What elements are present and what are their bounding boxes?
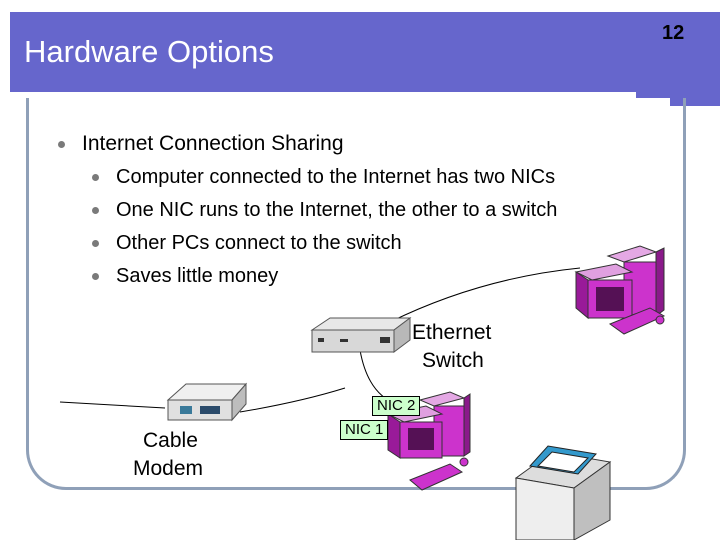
cable-modem-icon	[166, 382, 248, 422]
slide-title: Hardware Options	[24, 34, 274, 69]
title-underline	[10, 92, 636, 98]
sub-bullet-dot	[92, 174, 99, 181]
sub-bullet-2: One NIC runs to the Internet, the other …	[116, 199, 558, 221]
sub-bullet-dot	[92, 207, 99, 214]
sub-bullet-dot	[92, 273, 99, 280]
sub-bullet-dot	[92, 240, 99, 247]
title-bar	[10, 12, 670, 98]
sub-bullet-4: Saves little money	[116, 265, 279, 287]
switch-label-line2: Switch	[422, 349, 484, 372]
slide-number: 12	[662, 22, 685, 44]
sub-bullet-1: Computer connected to the Internet has t…	[116, 166, 556, 188]
internet-cable	[59, 401, 166, 409]
modem-label-line1: Cable	[143, 429, 198, 452]
nic1-label: NIC 1	[340, 420, 389, 440]
ethernet-switch-icon	[310, 317, 412, 353]
title-bar-extension	[670, 12, 720, 106]
switch-to-pc-cable	[389, 267, 581, 323]
switch-label-line1: Ethernet	[412, 321, 492, 344]
modem-label-line2: Modem	[133, 457, 204, 480]
desktop-computer-icon	[386, 391, 471, 491]
switch-to-nic-cable	[359, 349, 386, 399]
modem-to-nic-cable	[239, 387, 346, 413]
main-bullet: Internet Connection Sharing	[82, 132, 344, 155]
desktop-computer-icon	[574, 245, 666, 335]
printer-icon	[514, 445, 612, 540]
nic2-label: NIC 2	[372, 396, 421, 416]
content-frame	[26, 98, 686, 490]
bullet-dot	[58, 141, 65, 148]
sub-bullet-3: Other PCs connect to the switch	[116, 232, 402, 254]
